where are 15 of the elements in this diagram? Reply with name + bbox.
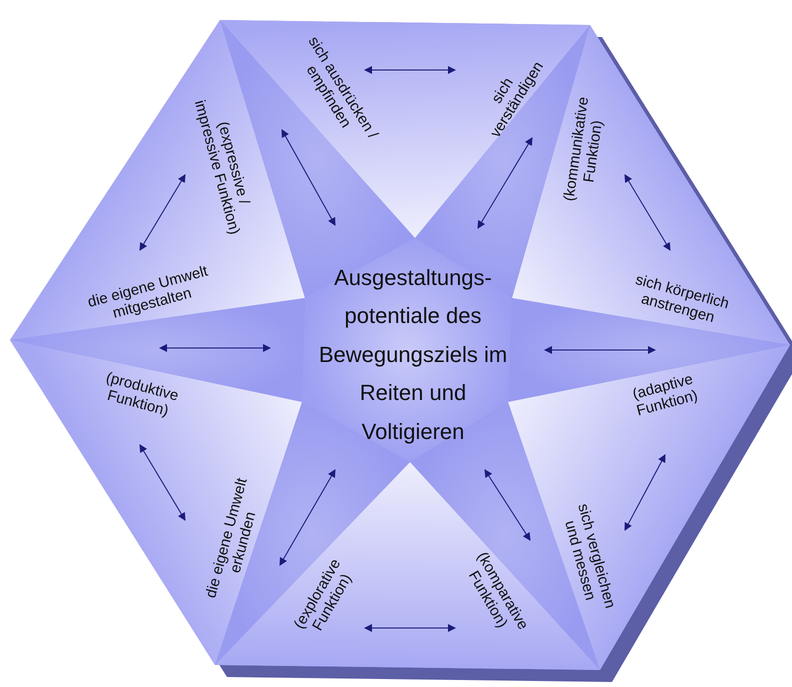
double-arrow <box>139 444 186 521</box>
double-arrow <box>624 174 671 251</box>
double-arrow <box>364 66 456 74</box>
double-arrow <box>484 469 531 541</box>
segment-label: (kommunikative Funktion) <box>560 88 610 211</box>
double-arrow <box>282 129 336 226</box>
double-arrow <box>280 469 336 566</box>
segment-label: (adaptive Funktion) <box>620 367 710 422</box>
double-arrow <box>364 624 456 632</box>
double-arrow <box>477 137 533 229</box>
double-arrow <box>544 346 656 354</box>
segment-label: die eigene Umwelt erkunden <box>202 473 268 606</box>
double-arrow <box>139 174 186 251</box>
double-arrow <box>159 344 271 352</box>
double-arrow <box>624 454 666 531</box>
